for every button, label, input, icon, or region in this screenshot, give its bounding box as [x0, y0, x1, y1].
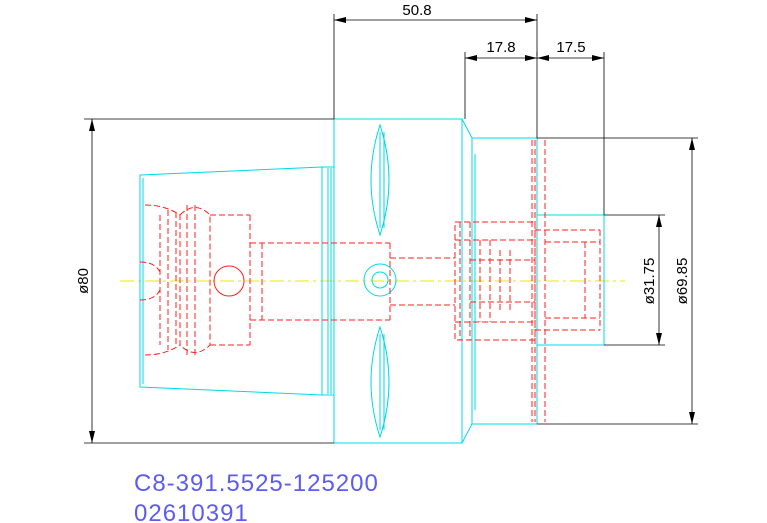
dim-body-diameter: ø80 [75, 268, 92, 294]
dim-overall-length: 50.8 [402, 2, 431, 19]
hidden-features [139, 140, 601, 422]
item-code: 02610391 [134, 500, 249, 523]
dim-flange-diameter: ø69.85 [674, 258, 691, 305]
dim-pilot-diameter: ø31.75 [641, 258, 658, 305]
part-number: C8-391.5525-125200 [134, 470, 379, 497]
dim-shank-length: 17.8 [486, 39, 515, 56]
dim-pilot-length: 17.5 [556, 39, 585, 56]
dimensions [84, 14, 698, 444]
